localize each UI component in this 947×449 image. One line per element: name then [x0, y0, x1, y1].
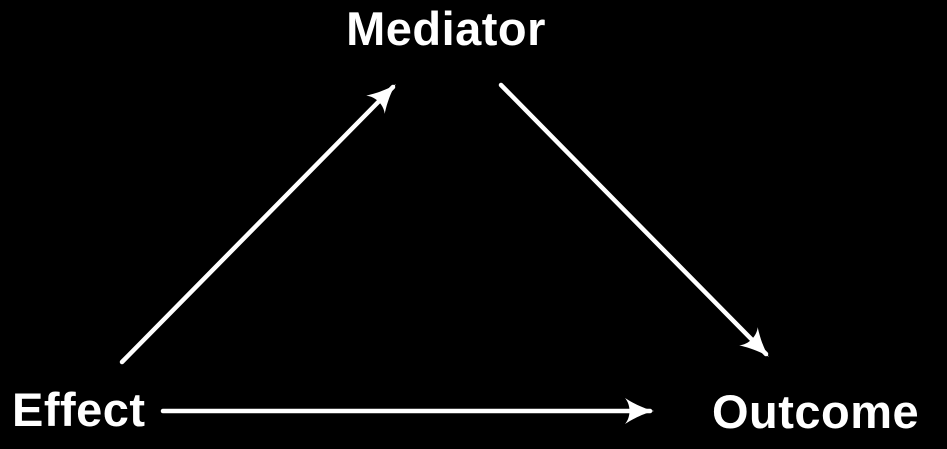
node-outcome: Outcome	[712, 385, 920, 438]
arrow-effect-to-mediator	[119, 84, 396, 365]
arrow-mediator-to-outcome	[498, 82, 769, 357]
node-mediator: Mediator	[346, 2, 546, 55]
node-effect: Effect	[12, 383, 146, 436]
